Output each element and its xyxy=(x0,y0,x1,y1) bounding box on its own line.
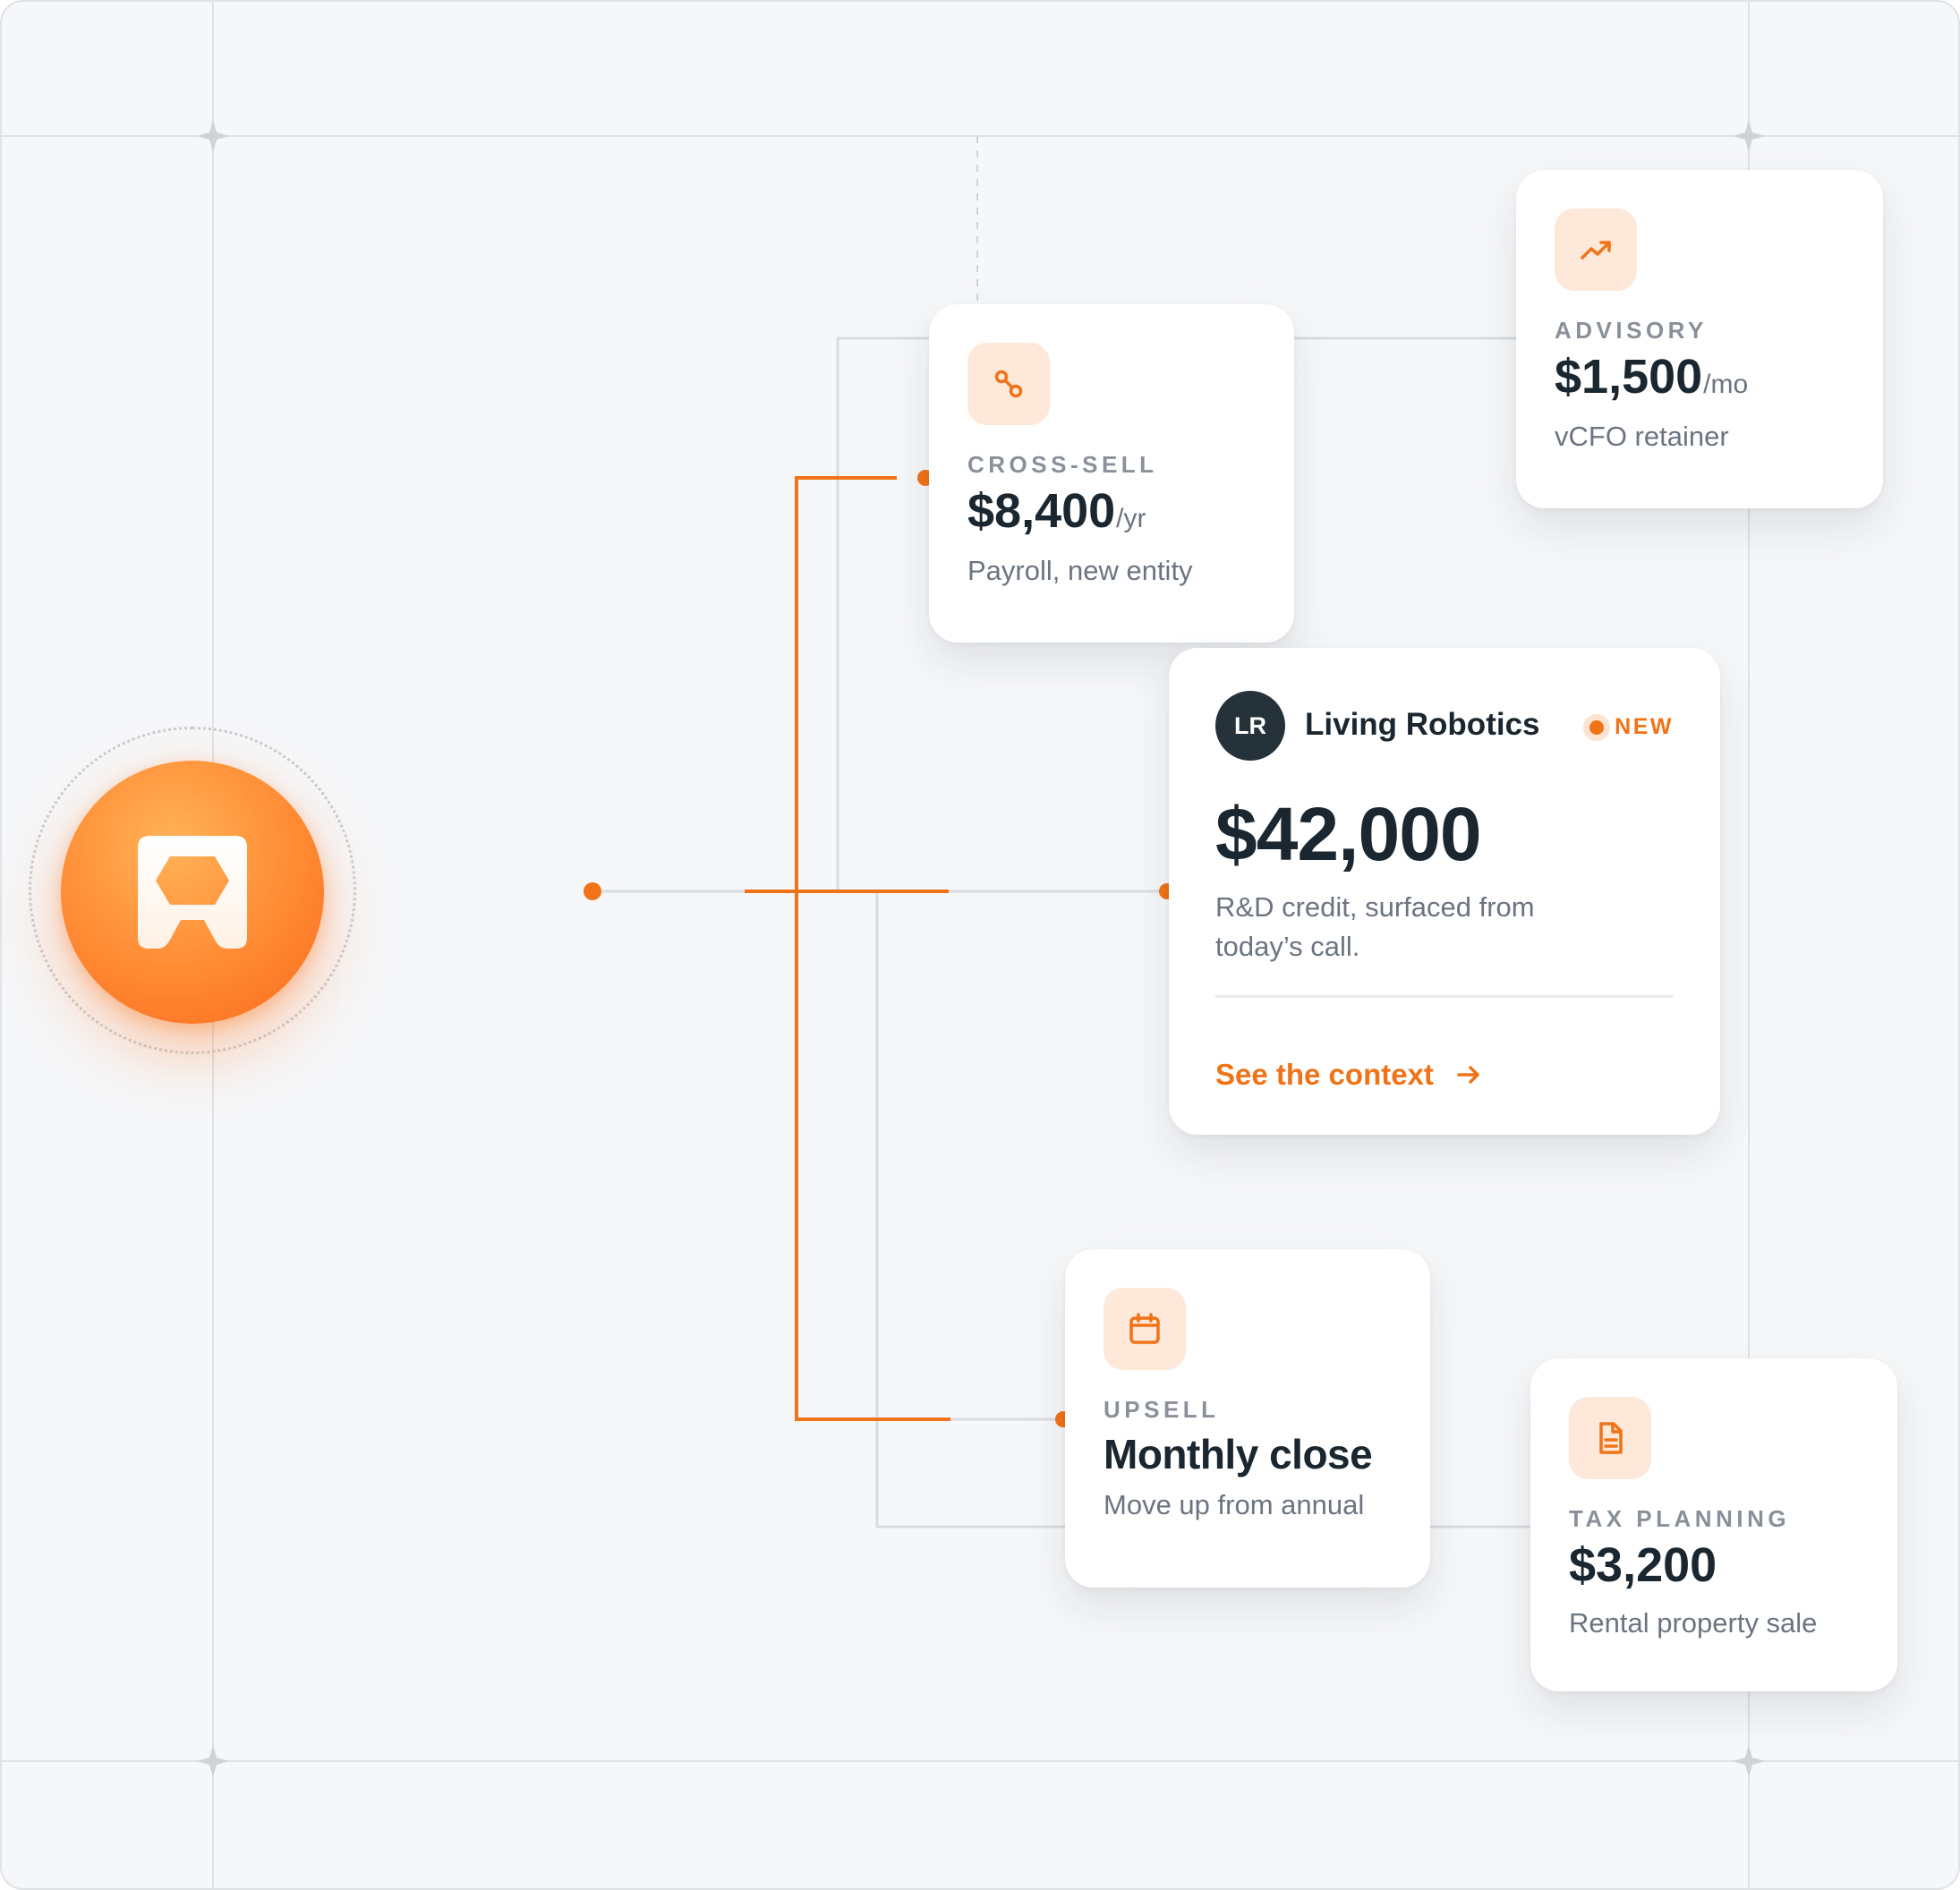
grid-sparkles xyxy=(197,120,1765,1777)
card-amount: $8,400/yr xyxy=(967,484,1146,538)
card-advisory[interactable]: ADVISORY $1,500/mo vCFO retainer xyxy=(1516,170,1883,508)
status-badge: NEW xyxy=(1589,714,1674,740)
opportunity-amount: $42,000 xyxy=(1215,792,1482,876)
card-note: vCFO retainer xyxy=(1555,421,1729,452)
card-unit: /yr xyxy=(1116,504,1146,533)
card-unit: /mo xyxy=(1703,370,1749,399)
card-client-opportunity[interactable]: LR Living Robotics NEW $42,000 R&D credi… xyxy=(1169,648,1720,1135)
cta-label: See the context xyxy=(1215,1058,1434,1091)
card-label: TAX PLANNING xyxy=(1569,1505,1791,1532)
arrow-right-icon xyxy=(1457,1066,1479,1084)
opportunity-description: R&D credit, surfaced from today’s call. xyxy=(1215,891,1535,962)
card-amount: $3,200 xyxy=(1569,1538,1717,1592)
icon-tile xyxy=(967,343,1050,425)
card-note: Rental property sale xyxy=(1569,1607,1818,1639)
link-icon xyxy=(994,370,1023,398)
hub-node[interactable] xyxy=(61,761,324,1024)
card-note: Payroll, new entity xyxy=(967,555,1193,586)
icon-tile xyxy=(1555,209,1637,291)
divider xyxy=(1215,995,1674,998)
card-tax-planning[interactable]: TAX PLANNING $3,200 Rental property sale xyxy=(1530,1358,1897,1691)
logo-mark-icon xyxy=(138,836,247,949)
card-label: UPSELL xyxy=(1104,1396,1220,1423)
status-dot-icon xyxy=(1589,719,1605,735)
avatar: LR xyxy=(1215,691,1285,761)
hub-orbit xyxy=(29,727,356,1054)
card-note: Move up from annual xyxy=(1104,1489,1365,1520)
active-connectors xyxy=(745,476,950,1421)
card-cross-sell[interactable]: CROSS-SELL $8,400/yr Payroll, new entity xyxy=(929,304,1294,643)
trending-up-icon xyxy=(1581,241,1611,260)
card-amount: Monthly close xyxy=(1104,1431,1373,1477)
icon-tile xyxy=(1104,1288,1186,1370)
client-name: Living Robotics xyxy=(1305,707,1540,742)
icon-tile xyxy=(1569,1397,1651,1479)
card-amount: $1,500/mo xyxy=(1555,350,1749,404)
hub-beam-port xyxy=(584,882,601,900)
card-label: CROSS-SELL xyxy=(967,451,1158,478)
document-icon xyxy=(1599,1422,1623,1454)
card-label: ADVISORY xyxy=(1555,317,1708,344)
card-upsell[interactable]: UPSELL Monthly close Move up from annual xyxy=(1065,1249,1430,1588)
see-context-link[interactable]: See the context xyxy=(1215,1058,1482,1092)
calendar-icon xyxy=(1129,1313,1160,1344)
